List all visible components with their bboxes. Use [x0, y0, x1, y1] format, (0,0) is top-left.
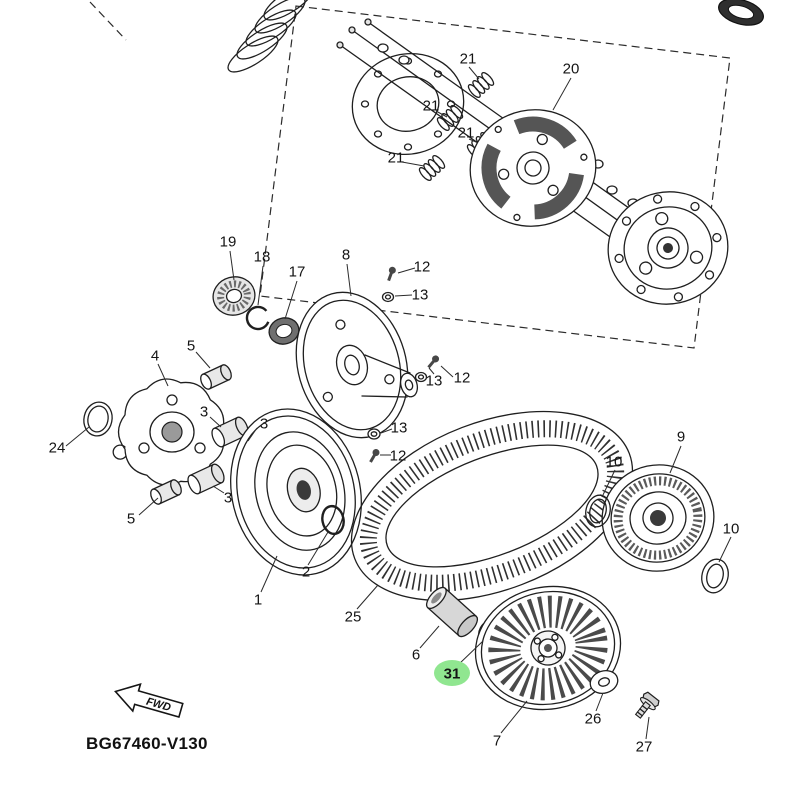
fan-pulley	[474, 585, 622, 711]
part-label-10: 10	[606, 454, 623, 471]
part-label-13: 13	[426, 373, 443, 390]
large-spring	[227, 0, 315, 73]
part-label-21: 21	[388, 150, 405, 167]
part-label-8: 8	[342, 247, 350, 264]
seal-ring-left	[585, 494, 611, 528]
part-label-17: 17	[289, 264, 306, 281]
part-label-5: 5	[187, 338, 195, 355]
part-label-27: 27	[636, 739, 653, 756]
part-label-3: 3	[200, 404, 208, 421]
part-label-13: 13	[391, 420, 408, 437]
part-label-31: 31	[444, 666, 461, 683]
part-label-20: 20	[563, 61, 580, 78]
part-code: BG67460-V130	[86, 734, 208, 753]
part-label-9: 9	[677, 429, 685, 446]
bearing-race	[268, 317, 300, 345]
part-label-2: 2	[302, 564, 310, 581]
spacer-collar	[425, 586, 479, 638]
washer-2	[321, 504, 345, 536]
drive-face-pulley	[230, 408, 362, 576]
part-label-18: 18	[254, 249, 271, 266]
bolt-washer-pair-lower	[367, 428, 381, 463]
part-label-12: 12	[390, 448, 407, 465]
part-label-21: 21	[460, 51, 477, 68]
part-label-1: 1	[254, 592, 262, 609]
bolt-washer-pairs	[381, 266, 440, 383]
leader-lines	[65, 66, 732, 740]
part-label-6: 6	[412, 647, 420, 664]
part-label-12: 12	[454, 370, 471, 387]
highlight-31	[434, 660, 470, 686]
part-label-19: 19	[220, 234, 237, 251]
part-label-12: 12	[414, 259, 431, 276]
clutch-housing-plate	[607, 191, 729, 305]
dashed-panel	[89, 1, 731, 349]
circlip	[245, 305, 270, 331]
part-label-4: 4	[151, 348, 159, 365]
part-label-24: 24	[49, 440, 66, 457]
part-label-13: 13	[412, 287, 429, 304]
part-label-21: 21	[458, 125, 475, 142]
seal-ring-right	[701, 558, 729, 594]
part-label-3: 3	[260, 416, 268, 433]
flange-bolt-27	[634, 691, 660, 719]
part-label-21: 21	[423, 98, 440, 115]
part-label-3: 3	[224, 490, 232, 507]
part-label-7: 7	[493, 733, 501, 750]
secondary-clutch-assembly	[601, 464, 715, 572]
v-belt	[350, 410, 634, 602]
washer-26	[589, 670, 619, 694]
left-washer-and-clip	[83, 401, 127, 460]
part-label-10: 10	[723, 521, 740, 538]
corner-seal-ring	[718, 0, 764, 26]
needle-bearing	[212, 276, 256, 316]
part-label-5: 5	[127, 511, 135, 528]
fixed-sheave-disc	[295, 291, 419, 439]
primary-sliding-sheave	[117, 378, 225, 486]
fwd-arrow: FWD	[114, 682, 184, 718]
part-label-25: 25	[345, 609, 362, 626]
clutch-carrier	[469, 109, 597, 227]
part-label-26: 26	[585, 711, 602, 728]
